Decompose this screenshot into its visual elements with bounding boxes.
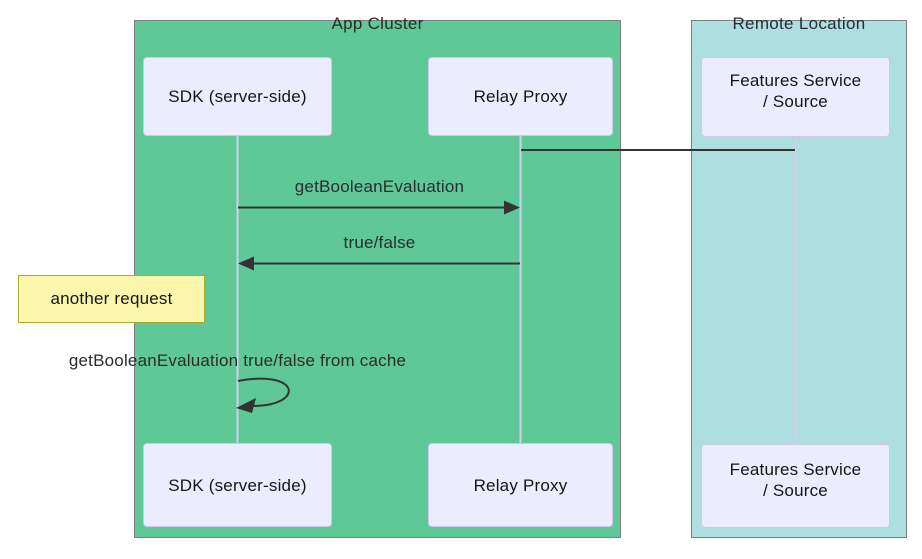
actor-sdk-top: SDK (server-side) <box>143 57 332 136</box>
message-label-cache-self-call: getBooleanEvaluation true/false from cac… <box>68 351 407 370</box>
actor-label: SDK (server-side) <box>168 475 307 495</box>
message-label-get-boolean-evaluation: getBooleanEvaluation <box>294 177 465 196</box>
actor-features-service-top: Features Service / Source <box>701 57 890 137</box>
actor-label: SDK (server-side) <box>168 87 307 106</box>
actor-label-line2: / Source <box>763 481 828 500</box>
actor-label-line1: Features Service <box>729 460 862 479</box>
group-title-app-cluster: App Cluster <box>331 14 424 33</box>
actor-features-service-bottom: Features Service / Source <box>701 444 890 528</box>
group-title-remote-location: Remote Location <box>732 14 866 33</box>
actor-relay-proxy-top: Relay Proxy <box>428 57 613 136</box>
actor-sdk-bottom: SDK (server-side) <box>143 443 332 527</box>
note-another-request: another request <box>18 275 205 323</box>
actor-label-line2: / Source <box>763 92 828 111</box>
actor-label: Relay Proxy <box>473 475 568 495</box>
actor-label: Relay Proxy <box>473 87 568 106</box>
actor-label-line1: Features Service <box>729 71 862 90</box>
message-label-true-false: true/false <box>343 233 416 252</box>
actor-relay-proxy-bottom: Relay Proxy <box>428 443 613 527</box>
